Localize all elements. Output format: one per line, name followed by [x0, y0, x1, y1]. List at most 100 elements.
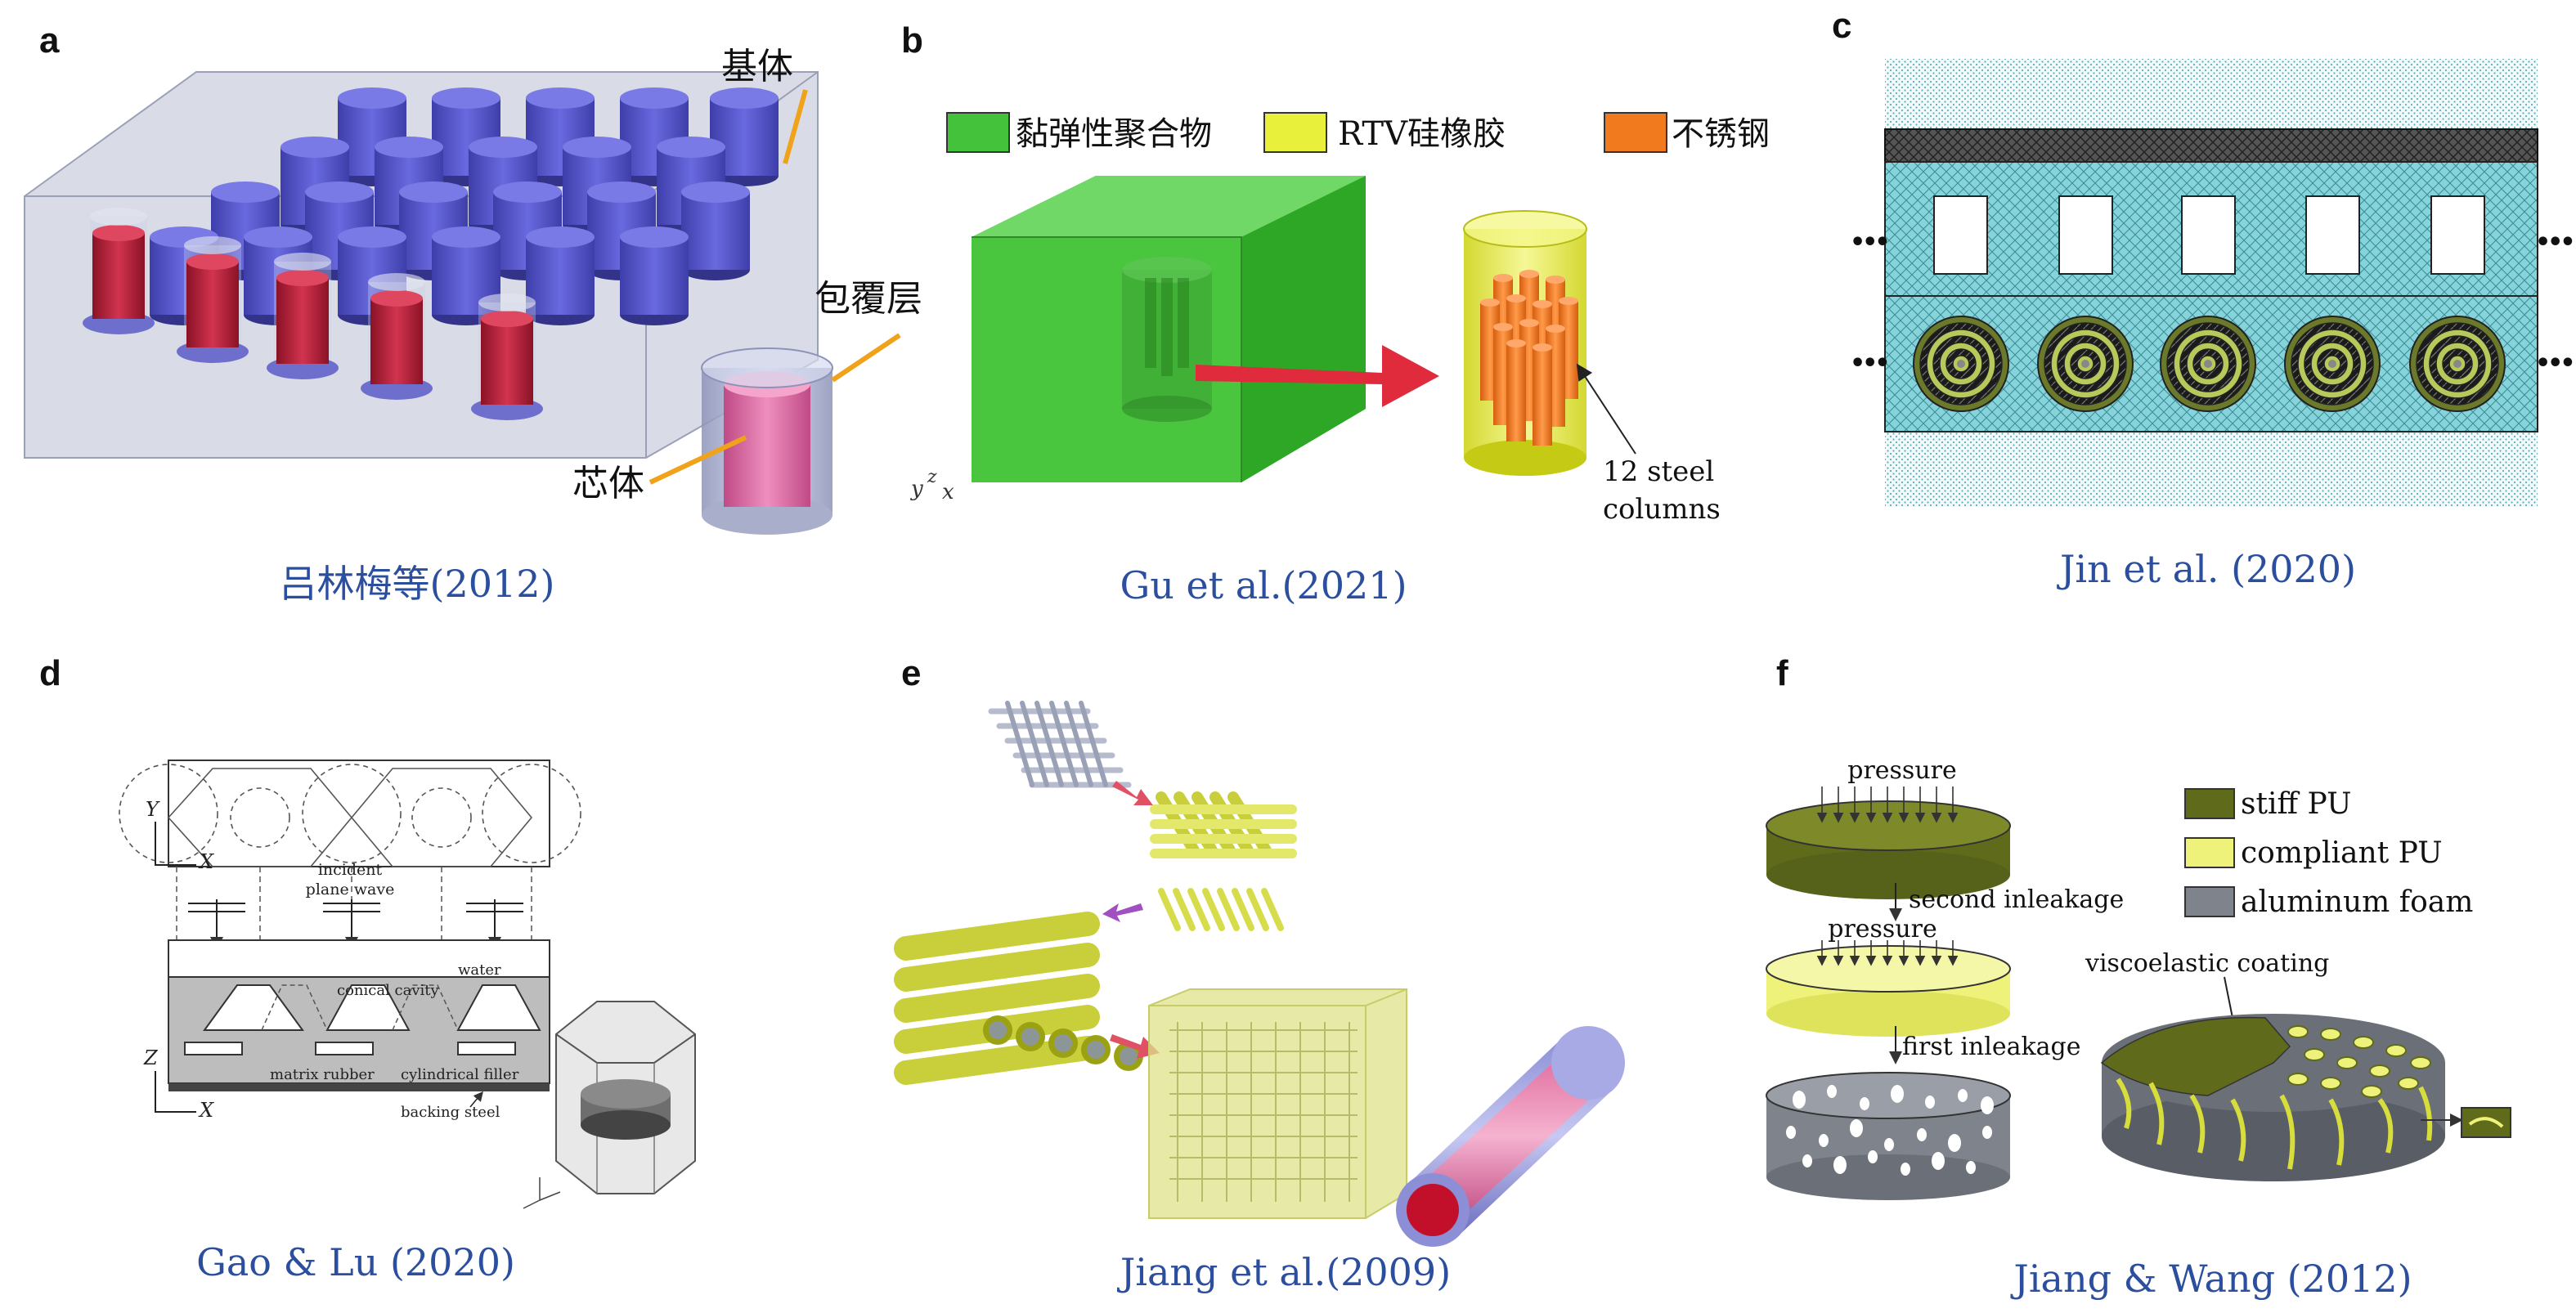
core-cylinder	[361, 273, 433, 400]
core-cylinder	[83, 208, 155, 334]
arrow-core	[648, 435, 747, 485]
coated-foam-cutaway	[2100, 1014, 2445, 1181]
label-water: water	[458, 961, 501, 979]
aluminum-foam-disk	[1766, 1072, 2011, 1200]
arrow-e1	[1112, 781, 1153, 805]
ring-scatterer	[2037, 316, 2134, 412]
axis-z-bottom: Z	[143, 1046, 159, 1069]
coated-pipe	[1396, 1026, 1625, 1247]
panel-d: d Y X incident plane wave	[39, 653, 696, 1284]
label-matrix-rubber: matrix rubber	[270, 1066, 375, 1083]
ring-scatterers	[1913, 316, 2506, 412]
legend-label-compliant: compliant PU	[2241, 836, 2443, 870]
rod-core	[1021, 1028, 1039, 1046]
yellow-lattice-large	[894, 912, 1143, 1085]
compliant-pu-disk	[1766, 945, 2011, 1037]
gray-rod	[1034, 701, 1064, 787]
steel-column	[1533, 343, 1552, 446]
legend-swatch-foam	[2184, 886, 2235, 917]
rect-cavity	[2305, 195, 2360, 275]
axis-z: z	[927, 467, 937, 487]
ring-scatterer	[2160, 316, 2256, 412]
coated-hole	[2385, 1044, 2407, 1057]
matrix-cylinder	[681, 181, 750, 280]
legend-label-rtv: RTV硅橡胶	[1338, 115, 1506, 153]
arrow-e3	[1110, 1034, 1160, 1059]
yellow-rod	[1187, 888, 1210, 931]
dots-left-top: •••	[1850, 228, 1887, 257]
foam-hole	[1850, 1119, 1863, 1137]
foam-hole	[1802, 1154, 1812, 1167]
foam-hole	[1901, 1163, 1910, 1176]
yellow-rod	[1232, 888, 1254, 931]
panel-c: c ••• ••• ••• ••• Jin et al. (2020)	[1832, 6, 2576, 591]
legend-swatch-polymer	[946, 112, 1010, 153]
core-cylinder	[267, 253, 339, 379]
annotation-line1: 12 steel	[1603, 455, 1714, 488]
coating-vein	[2116, 1078, 2132, 1129]
label-viscoelastic: viscoelastic coating	[2085, 949, 2329, 978]
legend-label-foam: aluminum foam	[2241, 885, 2473, 919]
label-backing-steel: backing steel	[401, 1104, 500, 1121]
gray-rod	[1020, 701, 1049, 787]
ring-scatterer	[2409, 316, 2506, 412]
panel-a: a 基体 包覆层 芯体 吕林梅等(2012)	[24, 20, 922, 606]
label-conical: conical cavity	[337, 982, 440, 999]
panel-c-letter: c	[1832, 6, 1851, 46]
transform-arrow	[1196, 345, 1439, 407]
coated-hole	[2369, 1064, 2390, 1078]
foam-hole	[1925, 1096, 1935, 1109]
rod-core	[1120, 1047, 1138, 1065]
panel-d-letter: d	[39, 653, 61, 693]
caption-a: 吕林梅等(2012)	[280, 562, 555, 606]
label-first-inleakage: first inleakage	[1902, 1033, 2081, 1061]
foam-hole	[1868, 1150, 1878, 1163]
panel-b-letter: b	[901, 20, 923, 60]
gray-rod	[1064, 701, 1093, 787]
caption-b: Gu et al.(2021)	[1120, 563, 1407, 607]
legend-swatch-compliant	[2184, 837, 2235, 868]
foam-hole	[1786, 1126, 1796, 1139]
arrow-matrix	[783, 89, 808, 164]
yellow-rod	[1202, 888, 1225, 931]
yellow-rod	[894, 943, 1100, 992]
dots-right-bottom: •••	[2535, 349, 2573, 378]
cylindrical-fillers	[184, 1042, 516, 1055]
axis-y-top: Y	[146, 798, 160, 821]
legend-swatch-stiff	[2184, 788, 2235, 819]
caption-c: Jin et al. (2020)	[2057, 547, 2356, 591]
hex-unit-cell	[555, 1001, 696, 1194]
coated-hole	[2320, 1077, 2341, 1090]
ring-scatterer	[1913, 316, 2009, 412]
legend-swatch-rtv	[1263, 112, 1327, 153]
foam-hole	[1884, 1138, 1894, 1151]
coated-hole	[2410, 1056, 2431, 1069]
foam-hole	[1948, 1134, 1961, 1152]
yellow-lattice-small	[1150, 791, 1297, 931]
rect-cavity	[2430, 195, 2485, 275]
coated-hole	[2398, 1077, 2419, 1090]
foam-hole	[1958, 1089, 1968, 1102]
label-core: 芯体	[572, 463, 644, 504]
yellow-rod	[1261, 888, 1284, 931]
dots-right-top: •••	[2535, 228, 2573, 257]
panel-e-letter: e	[901, 653, 921, 693]
conical-cavities	[203, 984, 541, 1031]
yellow-rod	[894, 974, 1100, 1023]
annotation-pointer	[1576, 363, 1636, 455]
caption-e: Jiang et al.(2009)	[1117, 1250, 1451, 1294]
axis-x-top: X	[198, 850, 214, 873]
coated-hole	[2304, 1048, 2325, 1061]
yellow-rod	[1158, 888, 1181, 931]
label-cylindrical-filler: cylindrical filler	[401, 1066, 519, 1083]
caption-f: Jiang & Wang (2012)	[2010, 1257, 2412, 1301]
gray-rod	[1049, 701, 1079, 787]
label-incident-1: incident	[318, 861, 383, 879]
coating-vein	[2230, 1098, 2246, 1162]
gray-rod	[1079, 701, 1108, 787]
rod-core	[1054, 1034, 1072, 1052]
matrix-cylinders	[150, 87, 779, 325]
rect-cavities	[1933, 195, 2485, 275]
foam-hole	[1917, 1128, 1927, 1141]
